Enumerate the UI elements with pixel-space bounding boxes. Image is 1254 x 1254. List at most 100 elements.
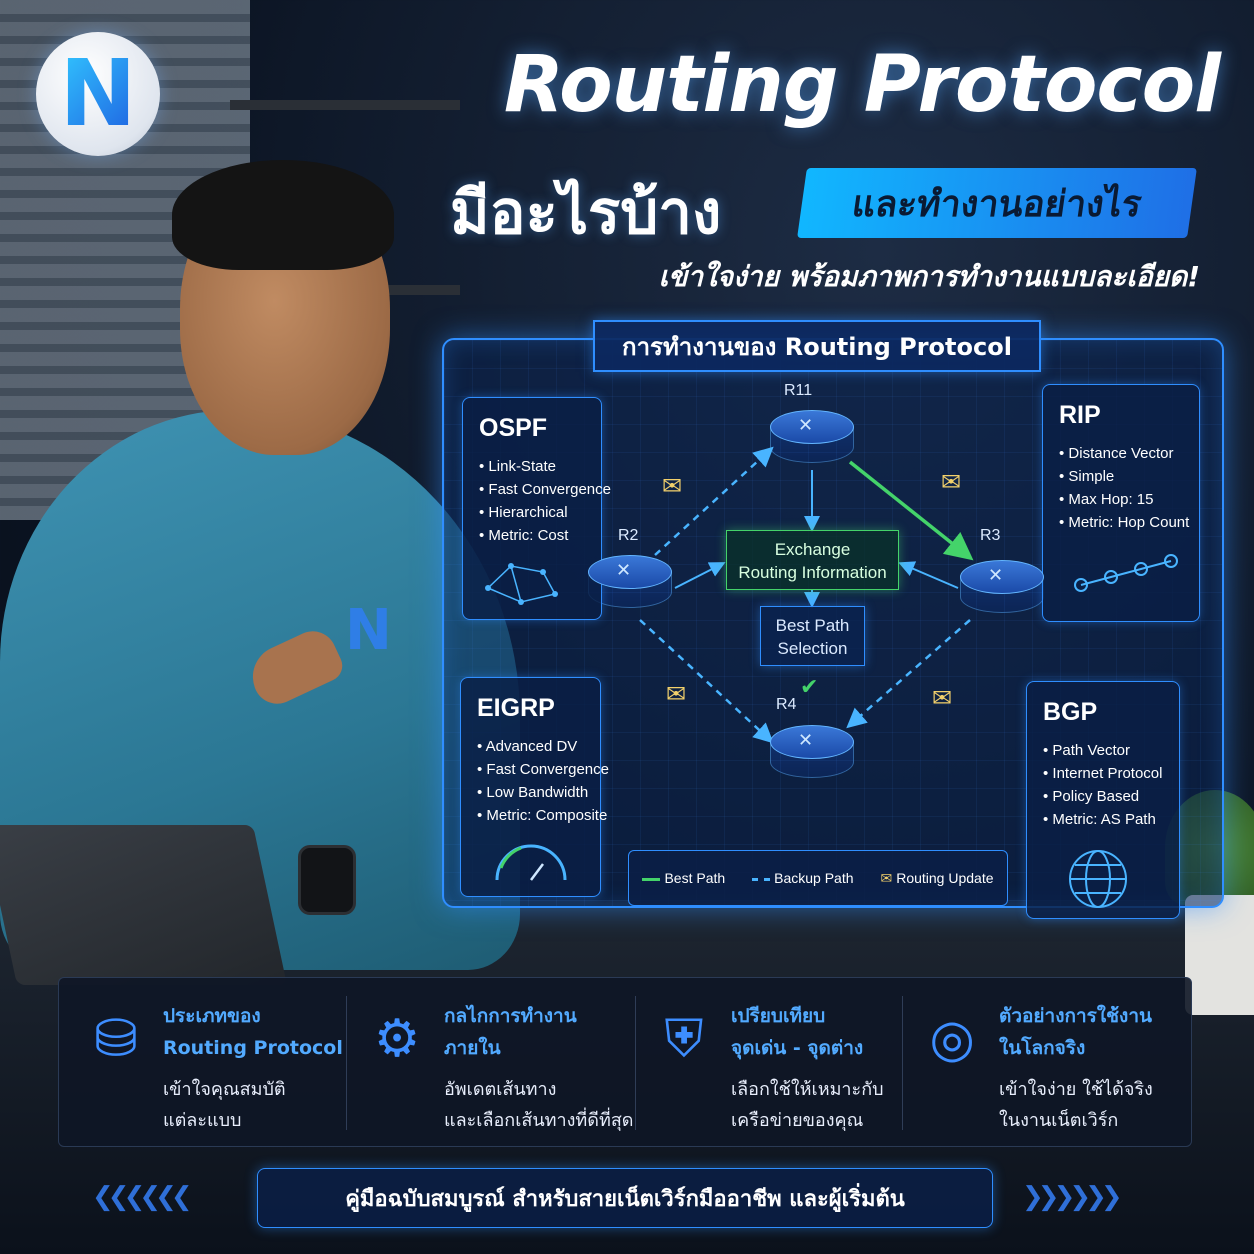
legend-backup-label: Backup Path	[774, 870, 854, 886]
router-arrows-icon: ✕	[988, 565, 1004, 586]
network-graph-icon	[485, 563, 558, 605]
divider	[346, 996, 347, 1130]
check-icon: ✔	[800, 675, 819, 700]
title-tag-text: และทำงานอย่างไร	[849, 183, 1145, 225]
feature-heading: กลไกการทำงาน ภายใน	[444, 1005, 577, 1059]
footer-banner: คู่มือฉบับสมบูรณ์ สำหรับสายเน็ตเวิร์กมือ…	[257, 1168, 993, 1228]
list-item: Link-State	[479, 455, 601, 478]
feature-heading: ตัวอย่างการใช้งาน ในโลกจริง	[999, 1005, 1152, 1059]
list-item: Metric: Composite	[477, 804, 607, 827]
envelope-icon: ✉	[880, 869, 893, 886]
router-arrows-icon: ✕	[798, 730, 814, 751]
shirt-logo: N	[345, 598, 392, 663]
gauge-icon	[495, 844, 567, 881]
best-path-box: Best Path Selection	[760, 606, 865, 666]
panel-title-text: การทำงานของ Routing Protocol	[622, 332, 1012, 361]
router-stack-icon: ⛁	[94, 1009, 138, 1069]
list-item: Policy Based	[1043, 785, 1179, 808]
plant-pot	[1185, 895, 1254, 1015]
list-item: Path Vector	[1043, 739, 1179, 762]
globe-icon	[1069, 850, 1127, 908]
exchange-box: Exchange Routing Information	[726, 530, 899, 590]
eigrp-title: EIGRP	[477, 694, 555, 722]
dashed-line-icon	[752, 877, 771, 881]
feature-usage: ◎ ตัวอย่างการใช้งาน ในโลกจริง เข้าใจง่าย…	[917, 978, 1187, 1148]
envelope-icon: ✉	[666, 680, 687, 708]
feature-description: เข้าใจง่าย ใช้ได้จริง ในงานเน็ตเวิร์ก	[999, 1079, 1153, 1131]
divider	[902, 996, 903, 1130]
green-line-icon	[642, 877, 661, 881]
feature-description: อัพเดตเส้นทาง และเลือกเส้นทางที่ดีที่สุด	[444, 1079, 634, 1131]
legend: Best Path Backup Path ✉Routing Update	[628, 850, 1008, 906]
ospf-list: Link-State Fast Convergence Hierarchical…	[479, 455, 611, 547]
laptop	[0, 825, 288, 985]
bgp-card: BGP Path Vector Internet Protocol Policy…	[1026, 681, 1180, 919]
smartwatch	[298, 845, 356, 915]
feature-description: เลือกใช้ให้เหมาะกับ เครือข่ายของคุณ	[731, 1079, 884, 1131]
legend-update-label: Routing Update	[896, 869, 994, 886]
router-r4: ✕	[770, 725, 854, 783]
eigrp-card: EIGRP Advanced DV Fast Convergence Low B…	[460, 677, 609, 897]
monitor-gear-icon: ⚙	[373, 1009, 421, 1069]
panel-title: การทำงานของ Routing Protocol	[593, 320, 1041, 372]
router-label-r2: R2	[618, 527, 639, 544]
router-r3: ✕	[960, 560, 1044, 618]
list-item: Max Hop: 15	[1059, 488, 1199, 511]
title-tag: และทำงานอย่างไร	[797, 168, 1197, 238]
router-r2: ✕	[588, 555, 672, 613]
subtitle: เข้าใจง่าย พร้อมภาพการทำงานแบบละเอียด!	[658, 260, 1200, 293]
divider	[635, 996, 636, 1130]
brand-logo-letter: N	[59, 40, 137, 147]
router-arrows-icon: ✕	[616, 560, 632, 581]
list-item: Metric: Hop Count	[1059, 511, 1199, 534]
list-item: Internet Protocol	[1043, 762, 1179, 785]
page-title: Routing Protocol	[503, 40, 1221, 130]
router-label-r4: R4	[776, 696, 797, 713]
shield-icon: ⛨	[664, 1009, 704, 1069]
router-label-r1: R11	[784, 382, 813, 399]
legend-best-label: Best Path	[664, 870, 726, 886]
chevrons-left-icon: ❮❮❮❮❮❮	[92, 1182, 193, 1212]
legend-backup: Backup Path	[752, 870, 854, 886]
legend-best: Best Path	[642, 870, 725, 886]
ospf-card: OSPF Link-State Fast Convergence Hierarc…	[462, 397, 611, 620]
envelope-icon: ✉	[941, 468, 962, 496]
list-item: Simple	[1059, 465, 1199, 488]
title-line-2: มีอะไรบ้าง	[450, 178, 722, 248]
envelope-icon: ✉	[932, 684, 953, 712]
feature-heading: เปรียบเทียบ จุดเด่น - จุดต่าง	[731, 1005, 864, 1059]
hop-chain-icon	[1074, 554, 1178, 592]
chevrons-right-icon: ❯❯❯❯❯❯	[1022, 1182, 1123, 1212]
feature-heading: ประเภทของ Routing Protocol	[163, 1005, 343, 1059]
list-item: Fast Convergence	[477, 758, 609, 781]
footer-text: คู่มือฉบับสมบูรณ์ สำหรับสายเน็ตเวิร์กมือ…	[345, 1186, 905, 1212]
list-item: Low Bandwidth	[477, 781, 600, 804]
presenter-hair	[172, 160, 394, 270]
feature-compare: ⛨ เปรียบเทียบ จุดเด่น - จุดต่าง เลือกใช้…	[649, 978, 899, 1148]
feature-description: เข้าใจคุณสมบัติ แต่ละแบบ	[163, 1079, 286, 1131]
rip-card: RIP Distance Vector Simple Max Hop: 15 M…	[1042, 384, 1200, 622]
target-icon: ◎	[929, 1009, 975, 1069]
brand-logo: N	[36, 32, 160, 156]
router-r1: ✕	[770, 410, 854, 468]
list-item: Metric: AS Path	[1043, 808, 1179, 831]
eigrp-list: Advanced DV Fast Convergence Low Bandwid…	[477, 735, 609, 827]
rip-list: Distance Vector Simple Max Hop: 15 Metri…	[1059, 442, 1199, 534]
bgp-list: Path Vector Internet Protocol Policy Bas…	[1043, 739, 1179, 831]
rip-title: RIP	[1059, 401, 1101, 429]
list-item: Distance Vector	[1059, 442, 1199, 465]
ospf-title: OSPF	[479, 414, 548, 442]
feature-mechanism: ⚙ กลไกการทำงาน ภายใน อัพเดตเส้นทาง และเล…	[362, 978, 634, 1148]
envelope-icon: ✉	[662, 472, 683, 500]
features-bar: ⛁ ประเภทของ Routing Protocol เข้าใจคุณสม…	[58, 977, 1192, 1147]
list-item: Hierarchical	[479, 501, 601, 524]
list-item: Advanced DV	[477, 735, 600, 758]
feature-types: ⛁ ประเภทของ Routing Protocol เข้าใจคุณสม…	[81, 978, 343, 1148]
router-label-r3: R3	[980, 527, 1001, 544]
list-item: Fast Convergence	[479, 478, 611, 501]
background-shelf	[230, 100, 460, 110]
list-item: Metric: Cost	[479, 524, 601, 547]
legend-update: ✉Routing Update	[880, 870, 993, 887]
bgp-title: BGP	[1043, 698, 1098, 726]
router-arrows-icon: ✕	[798, 415, 814, 436]
